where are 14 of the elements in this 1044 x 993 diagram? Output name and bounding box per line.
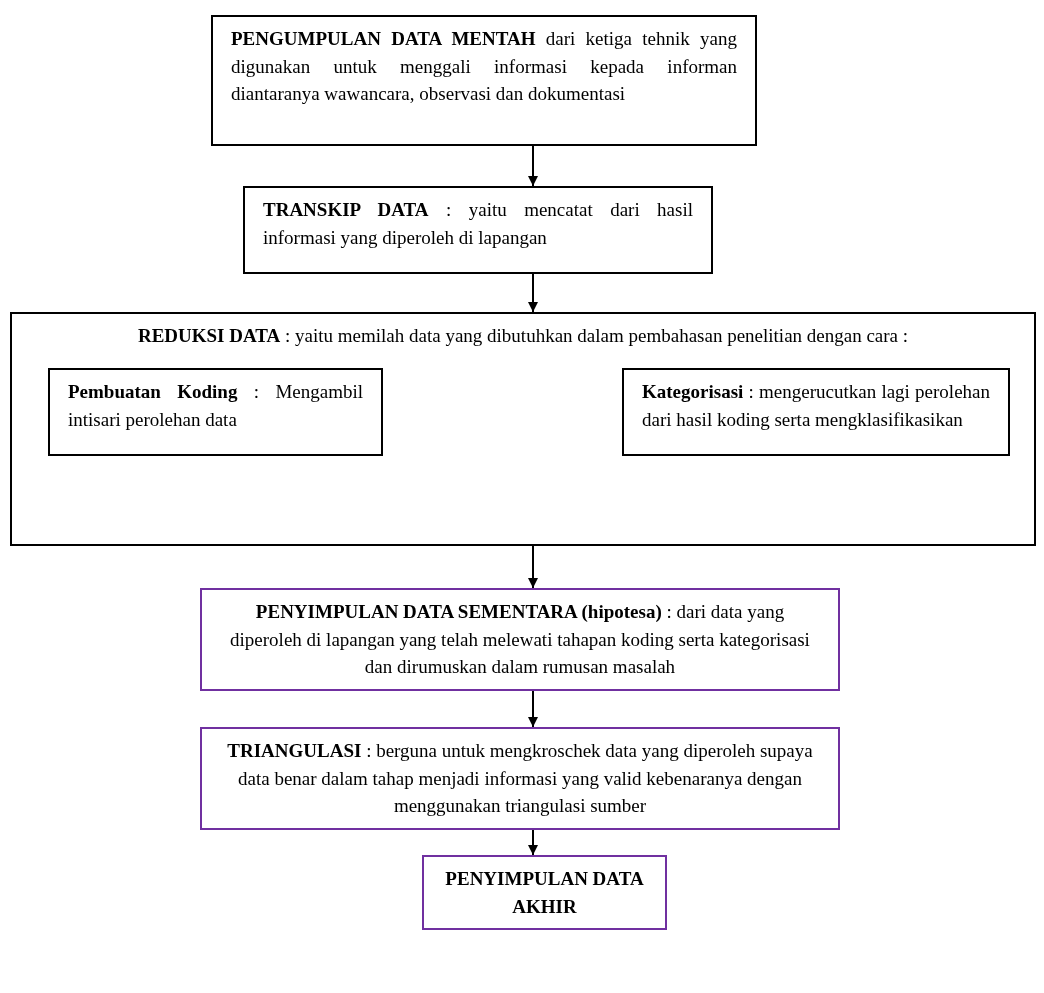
process-box: Pembuatan Koding : Mengambil intisari perolehan data [48, 368, 383, 456]
step-text: REDUKSI DATA : yaitu memilah data yang dibutuhkan dalam pembahasan penelitian dengan cara : [136, 324, 910, 348]
group-box [10, 312, 1036, 546]
process-box: PENGUMPULAN DATA MENTAH dari ketiga tehnik yang digunakan untuk menggali informasi kepada informan diantaranya wawancara, observasi dan dokumentasi [211, 15, 757, 146]
process-box: TRANSKIP DATA : yaitu mencatat dari hasil informasi yang diperoleh di lapangan [243, 186, 713, 274]
arrow [528, 545, 538, 589]
process-box: PENYIMPULAN DATA AKHIR [422, 855, 667, 931]
arrow [528, 689, 538, 728]
process-box: TRIANGULASI : berguna untuk mengkroschek data yang diperoleh supaya data benar dalam tahap menjadi informasi yang valid kebenaranya dengan menggunakan triangulasi sumber [200, 727, 840, 830]
process-box: Kategorisasi : mengerucutkan lagi perolehan dari hasil koding serta mengklasifikasikan [622, 368, 1010, 456]
process-box: PENYIMPULAN DATA SEMENTARA (hipotesa) : dari data yang diperoleh di lapangan yang telah melewati tahapan koding serta kategorisasi dan dirumuskan dalam rumusan masalah [200, 588, 840, 691]
arrow [528, 273, 538, 313]
arrow [528, 145, 538, 187]
arrow [528, 828, 538, 856]
